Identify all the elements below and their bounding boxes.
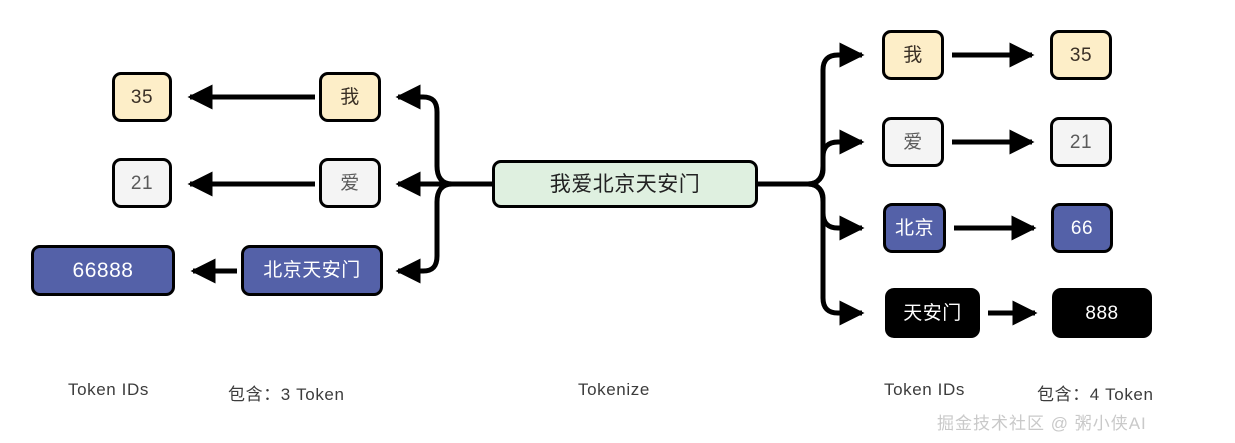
- right-token-id-3: 888: [1052, 288, 1152, 338]
- left-token-id-0: 35: [112, 72, 172, 122]
- left-token-id-2: 66888: [31, 245, 175, 296]
- left-token-2: 北京天安门: [241, 245, 383, 296]
- watermark: 掘金技术社区 @ 粥小侠AI: [937, 414, 1147, 433]
- center-sentence-box: 我爱北京天安门: [492, 160, 758, 208]
- right-token-id-0: 35: [1050, 30, 1112, 80]
- right-token-id-2: 66: [1051, 203, 1113, 253]
- caption-left-token-ids: Token IDs: [68, 380, 149, 399]
- caption-left-token-count: 包含：3 Token: [228, 385, 345, 404]
- right-token-0: 我: [882, 30, 944, 80]
- caption-right-token-ids: Token IDs: [884, 380, 965, 399]
- right-token-2: 北京: [883, 203, 946, 253]
- left-token-id-1: 21: [112, 158, 172, 208]
- caption-tokenize: Tokenize: [578, 380, 650, 399]
- left-token-1: 爱: [319, 158, 381, 208]
- right-token-id-1: 21: [1050, 117, 1112, 167]
- right-token-3: 天安门: [885, 288, 980, 338]
- right-token-1: 爱: [882, 117, 944, 167]
- caption-right-token-count: 包含：4 Token: [1037, 385, 1154, 404]
- left-token-0: 我: [319, 72, 381, 122]
